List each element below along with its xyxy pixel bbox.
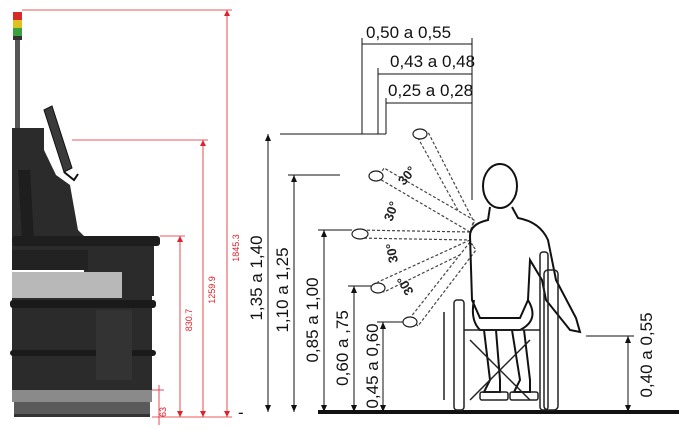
dim-height-135-140: 1,35 a 1,40 xyxy=(247,235,266,320)
tower-light-red xyxy=(13,12,22,20)
machine-base xyxy=(12,390,152,402)
dim-height-110-125: 1,10 a 1,25 xyxy=(273,247,292,332)
horizontal-dim-lines xyxy=(280,38,473,200)
dim-height-060-075: 0,60 a ,75 xyxy=(333,310,352,386)
dim-counter-height: 830.7 xyxy=(184,309,194,332)
dim-base-height: 63 xyxy=(158,407,168,417)
grey-panel xyxy=(12,272,122,298)
hand-shapes xyxy=(351,128,428,328)
dim-knee-040-055: 0,40 a 0,55 xyxy=(637,312,656,397)
wheelchair xyxy=(443,251,559,411)
dim-reach-050-055: 0,50 a 0,55 xyxy=(366,23,451,42)
reach-diagram: - 0,50 a 0,55 0,43 a 0,48 0,25 a 0,28 xyxy=(238,23,679,422)
counter-top xyxy=(12,236,160,246)
screen-monitor xyxy=(43,105,73,173)
tower-pole xyxy=(15,40,20,128)
tower-light xyxy=(13,12,22,128)
arm-reach-fan xyxy=(355,131,477,327)
dim-height-045-060: 0,45 a 0,60 xyxy=(363,323,382,408)
tower-light-yellow xyxy=(13,20,22,28)
dim-reach-025-028: 0,25 a 0,28 xyxy=(388,81,473,100)
machine-dimension-lines xyxy=(22,9,232,425)
angle-label-2: 30° xyxy=(381,199,402,223)
vertical-dim-lines xyxy=(267,134,634,412)
machine-side-view: 1845.3 1259.9 830.7 63 xyxy=(10,9,241,425)
ground-mark: - xyxy=(238,403,244,422)
dim-height-085-100: 0,85 a 1,00 xyxy=(303,277,322,362)
dim-screen-height: 1259.9 xyxy=(207,276,217,304)
dim-total-height: 1845.3 xyxy=(231,234,241,262)
dim-reach-043-048: 0,43 a 0,48 xyxy=(390,52,475,71)
tower-light-green xyxy=(13,28,22,36)
angle-label-3: 30° xyxy=(383,242,401,264)
person-outline xyxy=(468,163,582,393)
person-head xyxy=(482,163,518,209)
